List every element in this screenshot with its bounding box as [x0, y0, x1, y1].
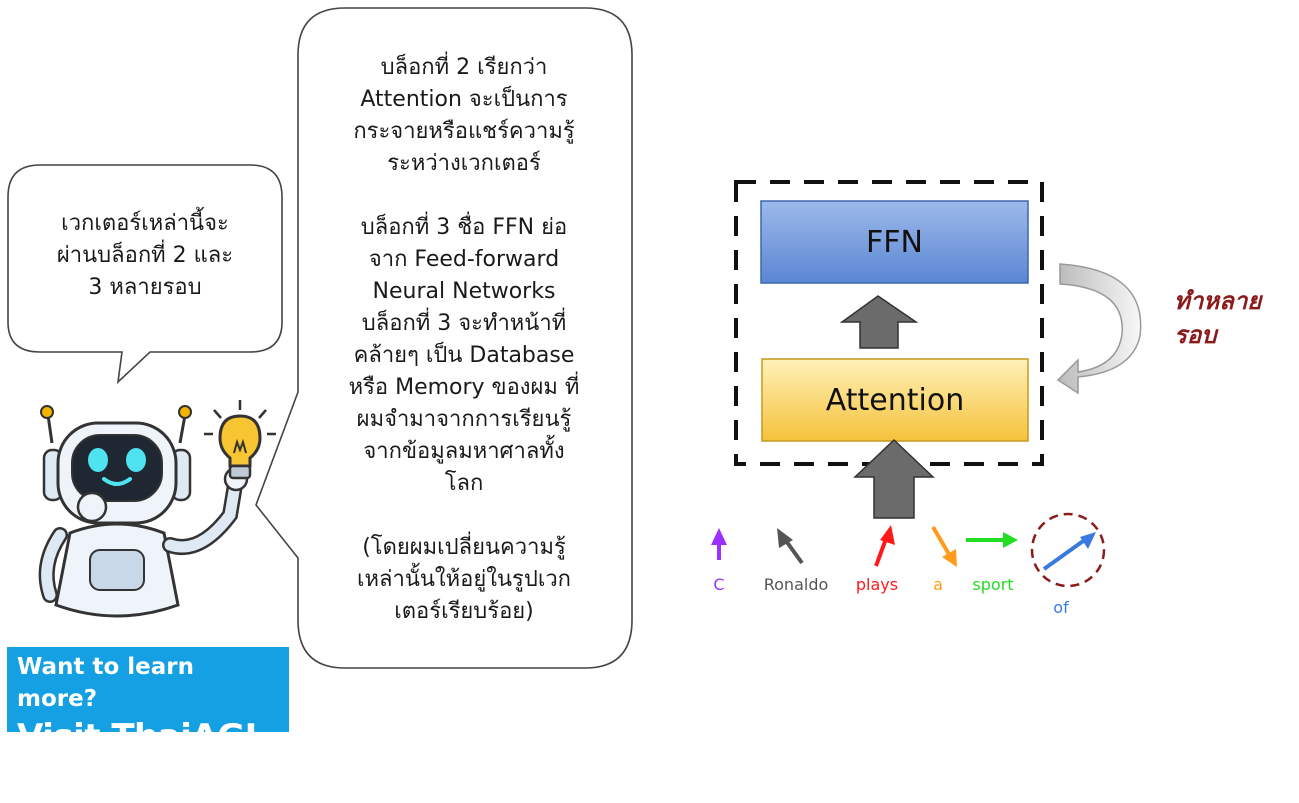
bubble-line: ผมจำมาจากการเรียนรู้	[356, 407, 572, 432]
token-word: plays	[855, 575, 899, 594]
small-bubble-text: เวกเตอร์เหล่านี้จะ ผ่านบล็อกที่ 2 และ 3 …	[22, 208, 268, 304]
lightbulb-icon	[204, 400, 276, 480]
highlight-circle	[1030, 512, 1106, 588]
transformer-diagram	[711, 180, 1142, 588]
bubble-shapes	[7, 7, 633, 669]
small-speech-bubble	[7, 164, 283, 385]
bubble-line: บล็อกที่ 2 เรียกว่า	[380, 55, 548, 80]
bubble-line: Neural Networks	[372, 279, 556, 304]
bubble-line: เตอร์เรียบร้อย)	[394, 599, 534, 624]
small-bubble-line: เวกเตอร์เหล่านี้จะ	[61, 211, 229, 236]
token-arrows	[711, 512, 1106, 588]
bubble-line: (โดยผมเปลี่ยนความรู้	[362, 535, 566, 560]
token-word: C	[713, 575, 725, 594]
attention-label: Attention	[825, 382, 965, 418]
up-arrow-icon	[839, 295, 919, 349]
large-speech-bubble	[255, 7, 633, 669]
cta-line-1: Want to learn more?	[17, 654, 194, 712]
token-word: of	[1053, 598, 1069, 617]
bubble-line: บล็อกที่ 3 จะทำหน้าที่	[361, 311, 567, 336]
bubble-line: เหล่านั้นให้อยู่ในรูปเวก	[356, 567, 572, 592]
small-bubble-line: 3 หลายรอบ	[88, 275, 202, 300]
bubble-line: จาก Feed-forward	[368, 247, 560, 272]
repeat-label: ทำหลาย รอบ	[1174, 284, 1261, 352]
robot-icon	[38, 405, 249, 618]
bubble-line: บล็อกที่ 3 ชื่อ FFN ย่อ	[360, 215, 568, 240]
repeat-block-border	[734, 180, 1044, 466]
ffn-block	[760, 200, 1029, 284]
bubble-line: คล้ายๆ เป็น Database	[353, 343, 575, 368]
token-word: a	[933, 575, 943, 594]
bubble-line: กระจายหรือแชร์ความรู้	[353, 119, 575, 144]
cta-line-2: Visit ThaiAGI !	[17, 717, 257, 801]
bubble-line: หรือ Memory ของผม ที่	[348, 375, 580, 400]
bubble-line: ระหว่างเวกเตอร์	[387, 151, 541, 176]
bubble-line: จากข้อมูลมหาศาลทั้ง	[363, 439, 565, 464]
bubble-line: Attention จะเป็นการ	[360, 87, 568, 112]
repeat-label-line: รอบ	[1174, 321, 1217, 349]
repeat-label-line: ทำหลาย	[1174, 287, 1262, 315]
bubble-line: โลก	[444, 471, 484, 496]
input-arrow-icon	[853, 438, 935, 519]
ffn-label: FFN	[866, 224, 923, 260]
token-word: Ronaldo	[763, 575, 829, 594]
learn-more-banner[interactable]: Want to learn more? Visit ThaiAGI !	[7, 647, 289, 801]
token-word: sport	[972, 575, 1014, 594]
small-bubble-line: ผ่านบล็อกที่ 2 และ	[56, 243, 234, 268]
large-bubble-text: บล็อกที่ 2 เรียกว่า Attention จะเป็นการ …	[312, 52, 616, 628]
loop-arrow-icon	[1056, 263, 1142, 395]
